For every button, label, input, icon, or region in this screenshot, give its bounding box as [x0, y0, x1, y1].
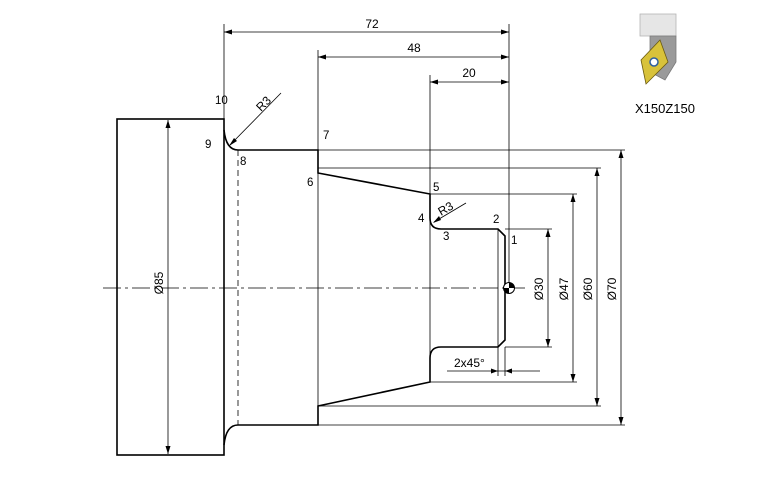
origin-symbol: [503, 282, 515, 294]
radius-inner-label: R3: [436, 199, 457, 219]
point-7: 7: [323, 130, 329, 142]
tool-position-label: X150Z150: [635, 101, 695, 116]
dim-72: 72: [223, 17, 510, 283]
dim-dia30: Ø30: [505, 228, 552, 348]
point-10: 10: [215, 95, 228, 107]
dim-dia70: Ø70: [318, 149, 625, 426]
radius-outer-callout: R3: [229, 92, 282, 146]
dim-72-label: 72: [365, 17, 379, 31]
point-labels: 1 2 3 4 5 6 7 8 9 10: [205, 95, 517, 247]
point-4: 4: [418, 213, 425, 225]
dim-dia85: Ø85: [152, 120, 171, 454]
dim-20: 20: [429, 66, 509, 194]
point-5: 5: [433, 182, 439, 194]
point-9: 9: [205, 139, 211, 151]
dim-48: 48: [317, 41, 509, 150]
dim-dia47: Ø47: [430, 193, 577, 383]
dia60-label: Ø60: [581, 277, 595, 300]
dim-20-label: 20: [462, 66, 476, 80]
dim-dia60: Ø60: [318, 167, 601, 407]
chuck-section-dia85: [116, 118, 225, 456]
radius-inner-callout: R3: [433, 199, 467, 223]
part-profile: [223, 129, 506, 446]
turning-tool-icon: [639, 13, 677, 85]
dia85-label: Ø85: [152, 271, 166, 294]
chamfer-label: 2x45°: [454, 356, 485, 370]
dim-48-label: 48: [407, 41, 421, 55]
point-2: 2: [493, 214, 499, 226]
point-1: 1: [511, 235, 517, 247]
point-3: 3: [443, 231, 449, 243]
dia30-label: Ø30: [532, 277, 546, 300]
part-outline: [103, 118, 525, 456]
point-6: 6: [307, 177, 313, 189]
radius-outer-label: R3: [253, 93, 274, 114]
dia70-label: Ø70: [605, 277, 619, 300]
point-8: 8: [240, 156, 246, 168]
dia47-label: Ø47: [557, 277, 571, 300]
chamfer-callout: 2x45°: [447, 347, 540, 376]
